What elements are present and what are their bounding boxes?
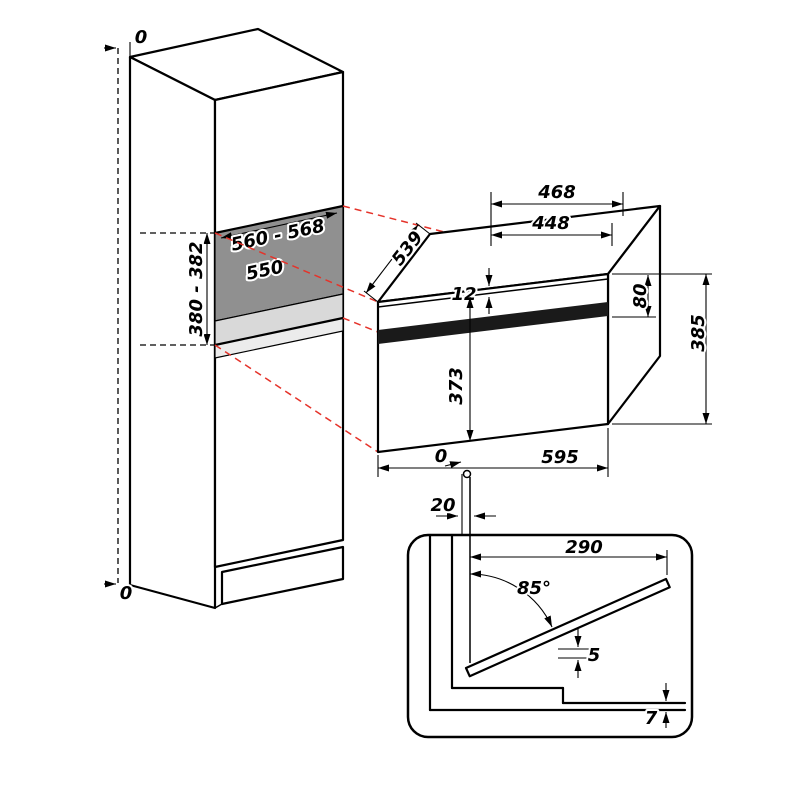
door-swing-arc	[469, 570, 553, 628]
door-angle-label: 85°	[517, 578, 551, 599]
dim12-label: 12	[451, 284, 476, 305]
dim5-label: 5	[588, 645, 601, 666]
dim468-label: 468	[537, 182, 576, 203]
oven-dimensions: 539 468 448 12 80 385 373 595 0	[363, 180, 712, 540]
cabinet-plinth	[220, 545, 345, 606]
niche-bottom-edge	[213, 316, 345, 347]
dim539-ext-back	[415, 222, 431, 235]
oven-fascia-line	[377, 278, 609, 308]
dim20-label: 20	[430, 495, 455, 516]
door-open-panel	[464, 577, 671, 678]
cabinet-floor-joint	[214, 603, 223, 609]
dim290-label: 290	[565, 537, 603, 558]
projection-line-bottom-left	[214, 344, 379, 453]
oven-front-face	[376, 272, 610, 454]
dim7-label: 7	[645, 708, 658, 729]
projection-line-top-left	[214, 232, 379, 303]
niche-width-dimension	[220, 211, 338, 240]
door-detail-view: 85° 290 5 7	[406, 477, 694, 739]
niche-height-label: 380 - 382	[186, 241, 207, 336]
oven-body	[376, 204, 662, 454]
detail-leader-circle	[462, 469, 472, 479]
bottom-clearance-label: 0	[120, 583, 133, 604]
dim385-label: 385	[688, 314, 709, 352]
dim373-label: 373	[446, 367, 467, 405]
oven-zero-label: 0	[435, 446, 448, 467]
dim448-label: 448	[531, 213, 570, 234]
dim539-line	[365, 224, 419, 294]
dim80-label: 80	[630, 283, 651, 308]
oven-zero-arrow	[444, 461, 462, 469]
dim595-label: 595	[541, 447, 579, 468]
top-clearance-label: 0	[135, 27, 148, 48]
oven-handle-band	[378, 302, 608, 344]
